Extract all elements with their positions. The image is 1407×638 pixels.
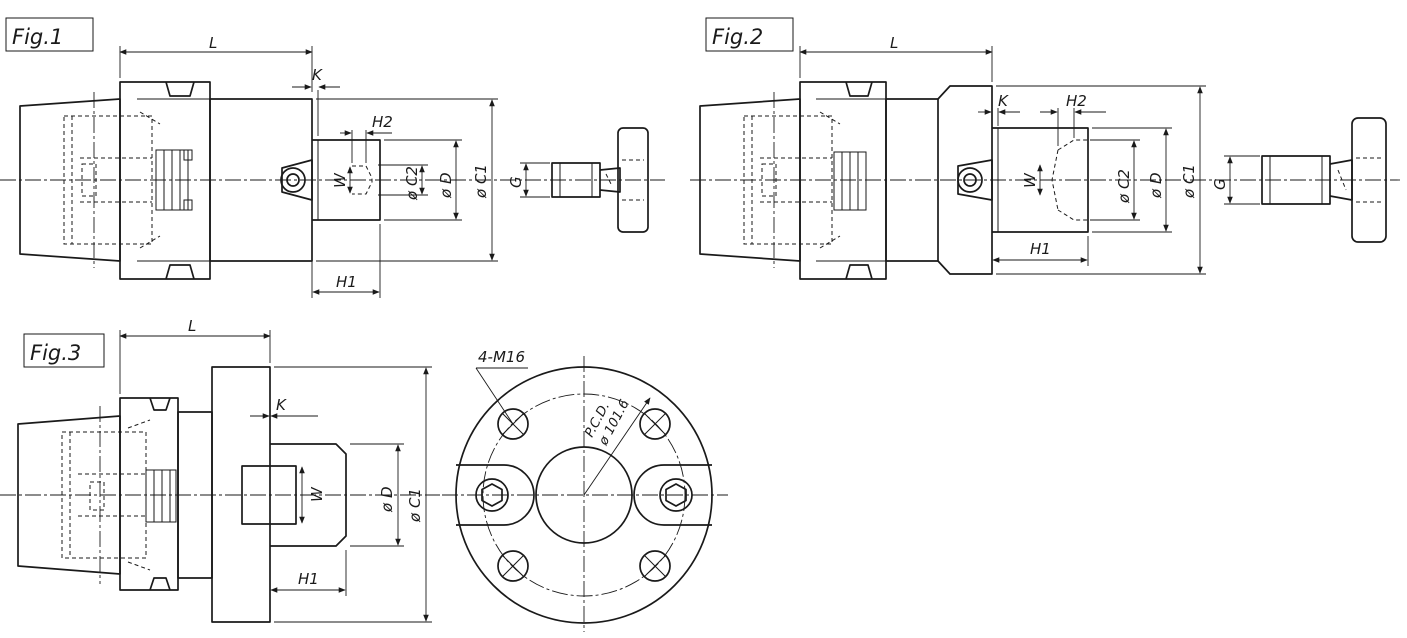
fig3-dim-W: W [308, 486, 326, 502]
fig2-caption: Fig.2 [712, 25, 763, 49]
fig2-caption-frame [705, 17, 794, 52]
fig2-dim-C2: ø C2 [1115, 169, 1133, 204]
fig3-dim-L: L [188, 317, 196, 335]
fig2-dim-H1: H1 [1030, 240, 1051, 258]
fig2-dim-W: W [1021, 172, 1039, 188]
fig2-dim-K: K [998, 92, 1009, 110]
figure-2: Fig.2 [690, 17, 1400, 280]
fig1-bore-section [312, 139, 381, 221]
fig1-dim-K: K [312, 66, 323, 84]
fig1-caption: Fig.1 [12, 25, 63, 49]
fig1-dim-H1: H1 [336, 273, 357, 291]
fig1-dim-D: ø D [437, 173, 455, 200]
fig3-dim-C1: ø C1 [406, 488, 424, 523]
fig1-clamp-screw [280, 159, 313, 201]
fig2-pull-stud [1261, 117, 1387, 243]
fig2-clamp-screw [957, 159, 993, 201]
fig3-dimensions: L K W ø D ø C1 H1 [119, 317, 432, 623]
fig3-dim-H1: H1 [298, 570, 319, 588]
fig2-holder-body [690, 81, 1400, 280]
fig3-caption: Fig.3 [30, 341, 81, 365]
fig2-dim-L: L [890, 34, 898, 52]
fig2-dim-D: ø D [1147, 173, 1165, 200]
figure-3: Fig.3 L K W [0, 317, 728, 632]
fig3-dim-D: ø D [378, 487, 396, 514]
fig1-dim-C2: ø C2 [403, 166, 421, 201]
fig1-holder-body [0, 81, 665, 280]
fig3-caption-frame [23, 333, 105, 368]
fig1-dim-G: G [507, 176, 525, 188]
fig1-caption-frame [5, 17, 94, 52]
fig3-bore-section [241, 443, 347, 547]
fig1-pull-stud [551, 127, 649, 233]
fig2-dim-H2: H2 [1066, 92, 1087, 110]
fig3-holes-label: 4-M16 [478, 348, 525, 366]
fig3-bolt-holes [497, 408, 671, 582]
fig1-dimensions: L K H2 W ø C2 ø D ø C1 [119, 34, 550, 298]
fig1-dim-C1: ø C1 [472, 164, 490, 199]
fig1-dim-H2: H2 [372, 113, 393, 131]
fig2-dim-G: G [1211, 178, 1229, 190]
fig2-dim-C1: ø C1 [1180, 164, 1198, 199]
fig2-dimensions: L K H2 W ø C2 ø D ø C1 [799, 34, 1260, 275]
fig3-holder-body [0, 366, 440, 623]
fig1-dim-W: W [331, 172, 349, 188]
fig2-bore-section [992, 127, 1089, 233]
fig3-dim-K: K [276, 396, 287, 414]
figure-1: Fig.1 [0, 17, 665, 298]
fig3-end-view: 4-M16 P.C.D. ø 101.6 [442, 348, 728, 632]
fig1-dim-L: L [209, 34, 217, 52]
